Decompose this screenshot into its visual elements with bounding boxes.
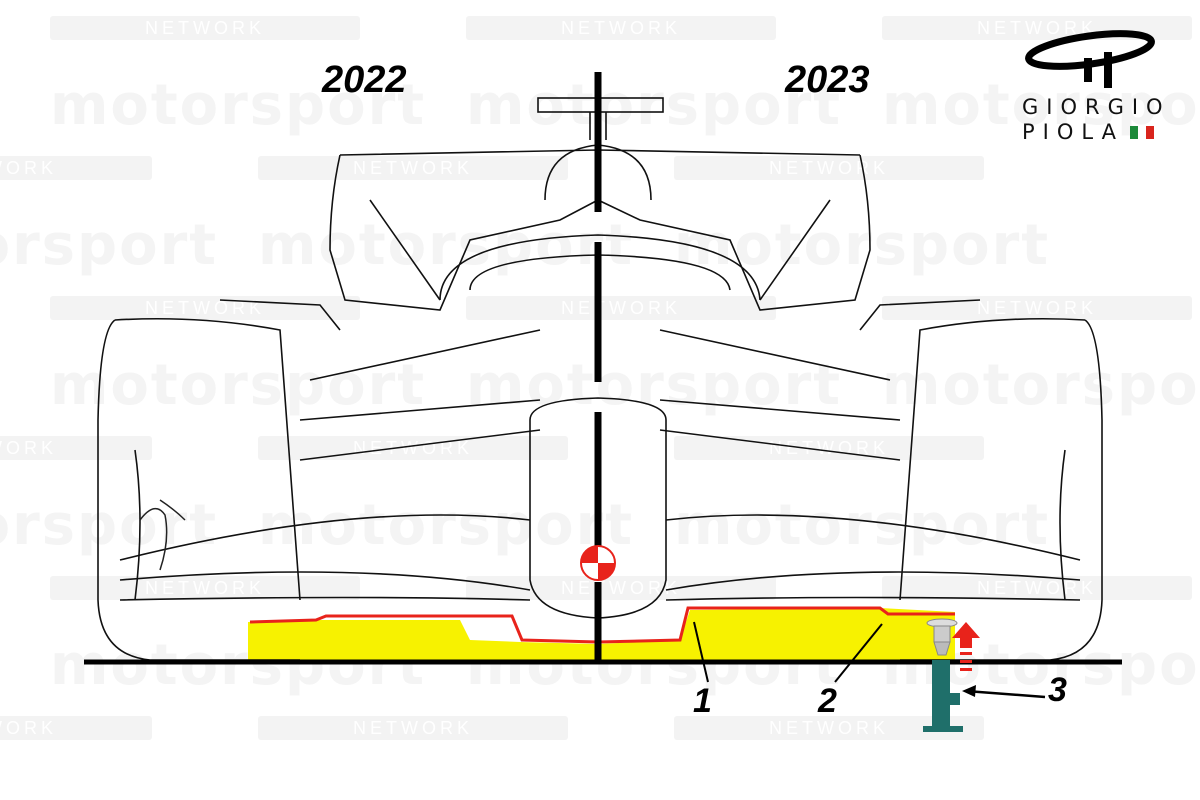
year-label-2023: 2023 — [785, 59, 870, 101]
watermark-brand: motorsport — [0, 493, 218, 558]
watermark-network: NETWORK — [258, 436, 568, 460]
callout-2: 2 — [818, 682, 837, 720]
floor-highlight-2023 — [598, 608, 955, 660]
callout-1: 1 — [693, 682, 712, 720]
callout-2-leader — [834, 623, 883, 683]
watermark-brand: motorsport — [466, 73, 842, 138]
watermark-network: NETWORK — [258, 156, 568, 180]
watermark-network: NETWORK — [0, 436, 152, 460]
logo-text-giorgio: GIORGIO — [1022, 95, 1171, 119]
year-label-2022: 2022 — [322, 59, 407, 101]
centre-of-gravity-icon — [580, 545, 616, 581]
watermark-network: NETWORK — [50, 296, 360, 320]
callout-3-arrow — [962, 685, 1046, 699]
watermark-network: NETWORK — [0, 156, 152, 180]
floor-highlight-2022 — [248, 620, 598, 660]
jack-icon — [923, 618, 963, 732]
italian-flag-green — [1130, 126, 1138, 139]
watermark-brand: motorsport — [50, 353, 426, 418]
floor-line-2022-red — [249, 614, 599, 644]
artist-signature — [139, 499, 186, 571]
watermark-network: NETWORK — [674, 156, 984, 180]
car-outline — [97, 97, 1103, 661]
logo-text-piola: PIOLA — [1022, 120, 1124, 144]
watermark-brand: motorsport — [258, 493, 634, 558]
watermark-network: NETWORK — [50, 576, 360, 600]
lift-arrow-icon — [952, 622, 980, 671]
watermark-brand: motorsport — [466, 353, 842, 418]
callout-3: 3 — [1048, 671, 1067, 709]
watermark-network: NETWORK — [466, 16, 776, 40]
watermark-brand: motorsport — [674, 493, 1050, 558]
watermark-brand: motorsport — [50, 73, 426, 138]
giorgio-piola-logo-mark — [1025, 30, 1155, 88]
watermark-brand: motorsport — [882, 353, 1200, 418]
watermark-network: NETWORK — [674, 436, 984, 460]
watermark-network: NETWORK — [258, 716, 568, 740]
callout-1-leader — [693, 621, 709, 683]
watermark-network: NETWORK — [466, 296, 776, 320]
watermark-brand: motorsport — [258, 213, 634, 278]
watermark-network: NETWORK — [882, 296, 1192, 320]
watermark-network: NETWORK — [0, 716, 152, 740]
italian-flag-red — [1146, 126, 1154, 139]
watermark-brand: motorsport — [0, 213, 218, 278]
watermark-network: NETWORK — [50, 16, 360, 40]
floor-line-2023-red — [597, 606, 955, 644]
watermark-brand: motorsport — [882, 73, 1200, 138]
